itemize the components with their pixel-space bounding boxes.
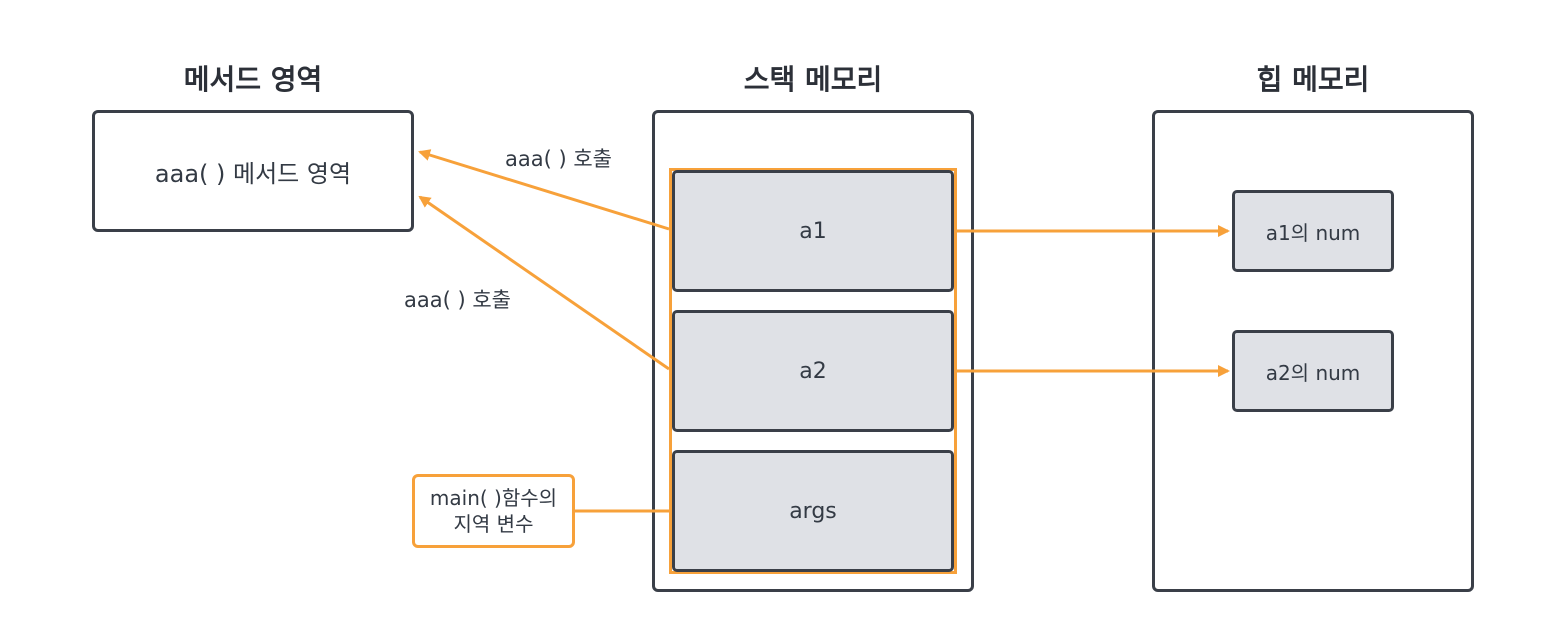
note-line-2: 지역 변수 [453,512,534,536]
note-line-1: main( )함수의 [429,486,558,510]
stack-frame-args: args [672,450,954,572]
arrow-a2-to-method [418,195,670,371]
call-label-1: aaa( ) 호출 [505,147,612,171]
method-area-content: aaa( ) 메서드 영역 [154,159,352,188]
heap-object-a2-num: a2의 num [1232,330,1394,412]
call-label-2: aaa( ) 호출 [404,288,511,312]
heap-object-a1-num: a1의 num [1232,190,1394,272]
heap-memory-title: 힙 메모리 [1256,63,1370,96]
main-local-vars-note: main( )함수의 지역 변수 [412,474,575,548]
arrow-a1-to-method [418,149,670,231]
method-area-box: aaa( ) 메서드 영역 [92,110,414,232]
stack-frame-a1: a1 [672,170,954,292]
method-area-title: 메서드 영역 [183,63,323,96]
stack-memory-title: 스택 메모리 [743,63,883,96]
stack-frame-a2: a2 [672,310,954,432]
stack-frames-highlight [669,168,957,574]
